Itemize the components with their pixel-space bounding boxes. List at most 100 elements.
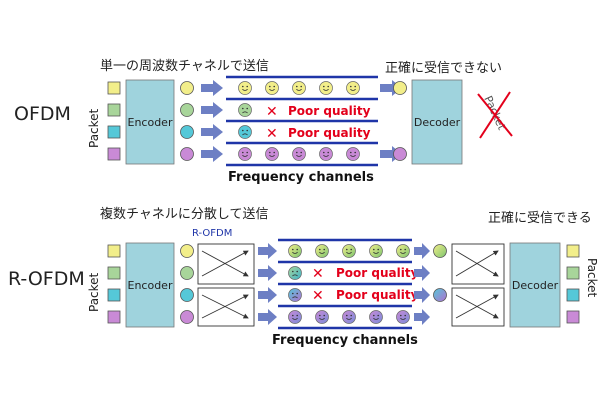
ofdm-channel-faces (238, 81, 360, 161)
arrow-right-icon (258, 309, 277, 325)
rofdm-channels-caption: Frequency channels (272, 333, 418, 348)
deinterleaver-box (451, 287, 505, 327)
arrow-right-icon (201, 146, 223, 162)
ofdm-input-circle (180, 125, 194, 139)
arrow-right-icon (258, 287, 277, 303)
ofdm-failed-packet: Packet (477, 91, 513, 139)
ofdm-decoder-box (411, 79, 463, 165)
rofdm-output-circle (433, 288, 447, 302)
rofdm-input-circle (180, 288, 194, 302)
cross-icon: ✕ (266, 126, 278, 142)
received-packet-square (566, 244, 580, 258)
ofdm-packet-square (107, 125, 121, 139)
rofdm-decoder-label: Decoder (512, 279, 559, 292)
ofdm-packet-axis-label: Packet (87, 108, 101, 148)
ofdm-input-arrows (201, 80, 223, 162)
arrow-right-icon (258, 265, 277, 281)
smiley-face-icon (342, 244, 356, 258)
arrow-right-icon (414, 287, 430, 303)
rofdm-top-caption: 複数チャネルに分散して送信 (100, 206, 268, 222)
smiley-face-icon (315, 244, 329, 258)
ofdm-output-circle (393, 147, 407, 161)
rofdm-received-packets (566, 244, 580, 324)
smiley-face-icon (369, 244, 383, 258)
sad-face-icon (288, 266, 302, 280)
rofdm-packet-square (107, 266, 121, 280)
sad-face-icon (238, 103, 252, 117)
received-packet-square (566, 310, 580, 324)
cross-icon: ✕ (312, 288, 324, 304)
rofdm-row-label: R-OFDM (8, 268, 85, 290)
ofdm-poor-quality-2: Poor quality (288, 126, 371, 140)
interleaver-box (197, 287, 255, 327)
smiley-face-icon (396, 244, 410, 258)
received-packet-square (566, 266, 580, 280)
smiley-face-icon (315, 310, 329, 324)
smiley-face-icon (319, 81, 333, 95)
rofdm-poor-marks: ✕ Poor quality ✕ Poor quality (312, 266, 419, 304)
arrow-right-icon (414, 243, 430, 259)
cross-icon: ✕ (266, 104, 278, 120)
red-cross-icon (479, 91, 511, 139)
deinterleaver-box (451, 243, 505, 285)
rofdm-input-interleaver (197, 243, 255, 327)
rofdm-output-deinterleaver (451, 243, 505, 327)
rofdm-output-circles (433, 244, 447, 302)
smiley-face-icon (292, 81, 306, 95)
smiley-face-icon (346, 81, 360, 95)
rofdm-encoder-label: Encoder (128, 279, 173, 292)
rofdm-output-arrows (414, 243, 430, 325)
ofdm-packet-square (107, 147, 121, 161)
ofdm-poor-quality-1: Poor quality (288, 104, 371, 118)
ofdm-input-circle (180, 103, 194, 117)
ofdm-channels-caption: Frequency channels (228, 170, 374, 185)
rofdm-input-circle (180, 310, 194, 324)
rofdm-packet-axis-label: Packet (87, 272, 101, 312)
arrow-right-icon (201, 102, 223, 118)
arrow-right-icon (258, 243, 277, 259)
ofdm-packet-square (107, 103, 121, 117)
arrow-right-icon (414, 309, 430, 325)
rofdm-input-circle (180, 244, 194, 258)
ofdm-poor-marks: ✕ Poor quality ✕ Poor quality (266, 104, 371, 142)
received-packet-square (566, 288, 580, 302)
ofdm-encoder-label: Encoder (128, 116, 173, 129)
rofdm-poor-quality-1: Poor quality (336, 266, 419, 280)
ofdm-channel-lines (226, 75, 378, 167)
interleave-arrow (201, 294, 249, 319)
ofdm-input-circles (180, 81, 194, 161)
cross-icon: ✕ (312, 266, 324, 282)
rofdm-received-packet-label: Packet (585, 258, 599, 298)
rofdm-packet-squares (107, 244, 121, 324)
smiley-face-icon (265, 81, 279, 95)
smiley-face-icon (238, 147, 252, 161)
sad-face-icon (288, 288, 302, 302)
ofdm-packet-squares (107, 81, 121, 161)
ofdm-input-circle (180, 147, 194, 161)
ofdm-encoder-box (125, 79, 175, 165)
smiley-face-icon (265, 147, 279, 161)
smiley-face-icon (342, 310, 356, 324)
rofdm-packet-square (107, 310, 121, 324)
rofdm-encoder-box (125, 242, 175, 328)
interleave-arrow (455, 294, 499, 319)
interleaver-box (197, 243, 255, 285)
rofdm-channel-lines (278, 238, 412, 330)
rofdm-packet-square (107, 288, 121, 302)
smiley-face-icon (288, 244, 302, 258)
arrow-right-icon (201, 80, 223, 96)
rofdm-input-arrows (258, 243, 277, 325)
arrow-right-icon (201, 124, 223, 140)
smiley-face-icon (396, 310, 410, 324)
ofdm-row-label: OFDM (14, 103, 71, 125)
rofdm-input-circle (180, 266, 194, 280)
ofdm-decoder-label: Decoder (414, 116, 461, 129)
sad-face-icon (238, 125, 252, 139)
rofdm-poor-quality-2: Poor quality (336, 288, 419, 302)
smiley-face-icon (288, 310, 302, 324)
ofdm-right-caption: 正確に受信できない (385, 60, 502, 76)
smiley-face-icon (292, 147, 306, 161)
ofdm-packet-square (107, 81, 121, 95)
rofdm-packet-square (107, 244, 121, 258)
